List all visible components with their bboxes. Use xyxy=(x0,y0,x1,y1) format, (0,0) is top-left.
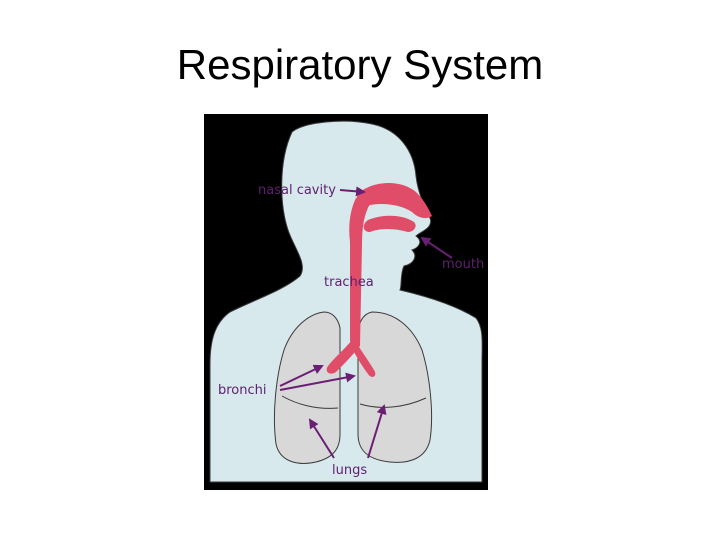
mouth-label: mouth xyxy=(442,257,484,272)
respiratory-diagram-svg: nasal cavity mouth trachea bronchi lungs xyxy=(209,120,484,483)
left-lung xyxy=(273,311,341,464)
slide-title: Respiratory System xyxy=(176,41,544,88)
lung-lobe-line-right xyxy=(359,397,427,408)
nasal-cavity-label: nasal cavity xyxy=(258,183,336,198)
mouth-arrow xyxy=(420,236,453,259)
right-bronchus xyxy=(352,342,376,377)
lungs-arrow-right xyxy=(367,404,387,459)
body-silhouette xyxy=(209,120,483,483)
trachea-label: trachea xyxy=(324,275,374,290)
lungs-arrow-left xyxy=(308,418,335,459)
nasal-cavity xyxy=(355,183,432,219)
nasal-cavity-arrow xyxy=(339,186,366,197)
lung-lobe-line-left xyxy=(281,395,339,409)
pharynx-trachea xyxy=(349,198,370,348)
respiratory-diagram: nasal cavity mouth trachea bronchi lungs xyxy=(204,114,488,490)
mouth-cavity xyxy=(363,215,416,232)
bronchi-arrow-upper xyxy=(279,364,324,387)
bronchi-arrow-lower xyxy=(279,372,356,391)
left-bronchus xyxy=(326,340,358,374)
bronchi-label: bronchi xyxy=(218,383,267,398)
lungs-label: lungs xyxy=(332,463,367,478)
